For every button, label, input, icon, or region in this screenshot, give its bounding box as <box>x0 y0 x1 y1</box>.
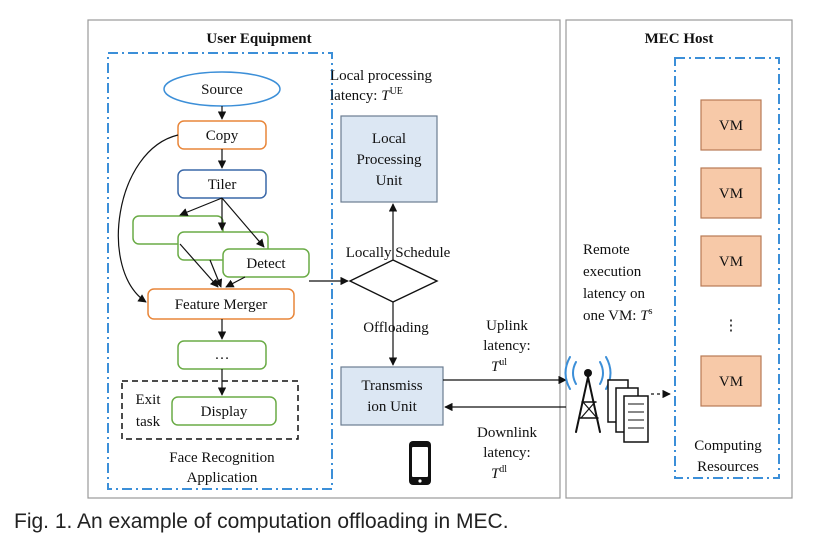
downlink-symbol: T <box>491 466 501 482</box>
user-equipment-title: User Equipment <box>206 31 311 47</box>
local-processing-unit <box>340 115 438 203</box>
detect-label: Detect <box>246 256 286 272</box>
downlink-superscript: dl <box>499 464 507 475</box>
arrow-copy-merger-curve <box>117 134 179 303</box>
remote-superscript: s <box>649 306 653 317</box>
vm-label-2: VM <box>719 186 743 202</box>
server-rack-icon <box>607 379 649 443</box>
vm-vertical-ellipsis: ⋮ <box>724 318 739 334</box>
downlink-line2: latency: <box>483 445 530 461</box>
figure-caption: Fig. 1. An example of computation offloa… <box>14 510 509 533</box>
exit-task-box <box>121 380 299 440</box>
schedule-label: Locally Schedule <box>346 245 451 261</box>
local-latency-prefix: latency: <box>330 88 381 104</box>
exit-label-line1: Exit <box>136 392 162 408</box>
remote-line4: one VM: Ts <box>583 306 653 324</box>
uplink-line1: Uplink <box>486 318 528 334</box>
app-label-line1: Face Recognition <box>169 450 275 466</box>
display-label: Display <box>201 404 248 420</box>
local-latency-superscript: UE <box>390 86 403 97</box>
mec-host-title: MEC Host <box>645 31 714 47</box>
arrow-detect1-merger <box>179 243 219 288</box>
exit-label-line2: task <box>136 414 161 430</box>
remote-line1: Remote <box>583 242 630 258</box>
computing-resources-box <box>674 57 780 479</box>
schedule-decision-diamond <box>348 259 439 303</box>
local-latency-symbol: T <box>381 88 391 104</box>
arrow-detect3-merger <box>225 276 246 288</box>
uplink-line3: Tul <box>491 357 507 375</box>
ellipsis-label: … <box>215 347 230 363</box>
tiler-label: Tiler <box>208 177 237 193</box>
display-node <box>171 396 277 426</box>
tu-label-line1: Transmiss <box>361 378 422 394</box>
tu-label-line2: ion Unit <box>367 399 417 415</box>
user-equipment-panel <box>87 19 561 499</box>
vm-box-1 <box>700 99 762 151</box>
lpu-label-line3: Unit <box>376 173 404 189</box>
copy-label: Copy <box>206 128 239 144</box>
mec-host-panel <box>565 19 793 499</box>
uplink-line2: latency: <box>483 338 530 354</box>
app-label-line2: Application <box>187 470 258 486</box>
remote-symbol: T <box>640 308 650 324</box>
source-label: Source <box>201 82 243 98</box>
vm-box-2 <box>700 167 762 219</box>
arrow-detect2-merger <box>209 259 223 288</box>
lpu-label-line1: Local <box>372 131 406 147</box>
local-latency-line2: latency: TUE <box>330 86 403 104</box>
feature-merger-label: Feature Merger <box>175 297 268 313</box>
smartphone-icon <box>409 441 431 485</box>
local-latency-line1: Local processing <box>330 68 433 84</box>
arrow-tiler-detect3 <box>221 197 265 248</box>
vm-box-3 <box>700 235 762 287</box>
vm-box-4 <box>700 355 762 407</box>
computing-resources-line2: Resources <box>697 459 759 475</box>
face-recognition-app-box <box>107 52 333 490</box>
vm-label-3: VM <box>719 254 743 270</box>
remote-line2: execution <box>583 264 642 280</box>
vm-label-4: VM <box>719 374 743 390</box>
downlink-line1: Downlink <box>477 425 538 441</box>
detect-node <box>222 248 310 278</box>
feature-merger-node <box>147 288 295 320</box>
offloading-label: Offloading <box>363 320 429 336</box>
transmission-unit <box>340 366 444 426</box>
arrow-tiler-detect1 <box>179 197 223 217</box>
base-station-icon <box>564 356 612 433</box>
uplink-symbol: T <box>491 359 501 375</box>
lpu-label-line2: Processing <box>357 152 422 168</box>
remote-line3: latency on <box>583 286 646 302</box>
computing-resources-line1: Computing <box>694 438 762 454</box>
downlink-line3: Tdl <box>491 464 507 482</box>
remote-prefix: one VM: <box>583 308 640 324</box>
vm-label-1: VM <box>719 118 743 134</box>
uplink-superscript: ul <box>499 357 507 368</box>
